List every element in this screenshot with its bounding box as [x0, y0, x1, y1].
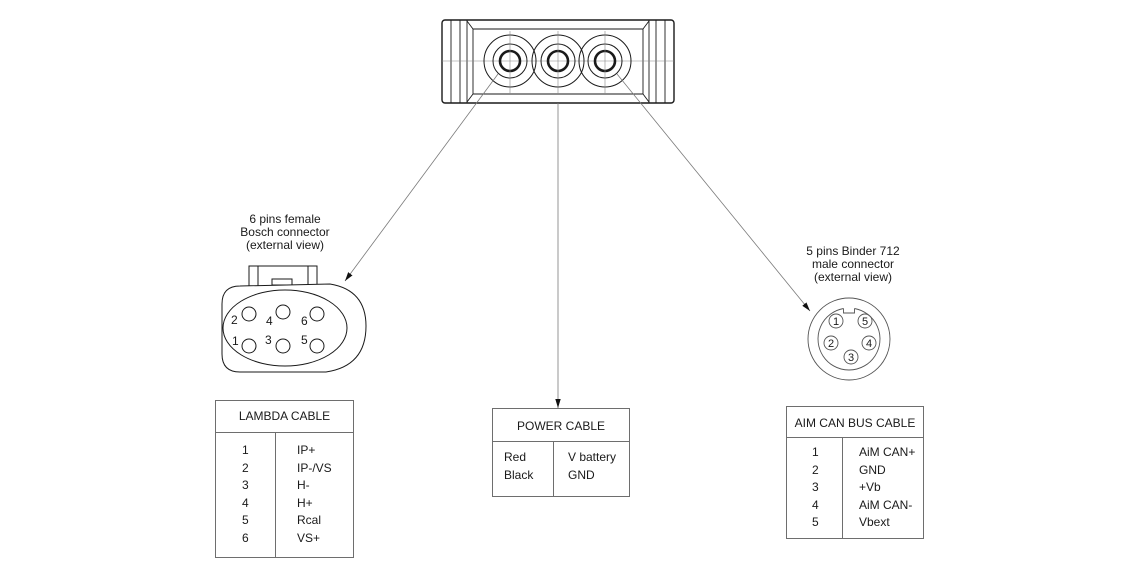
bosch-pins [241, 304, 325, 354]
wire-color-cell: Black [504, 467, 534, 482]
table-row: 5 Rcal [216, 512, 353, 530]
signal-cell: Rcal [297, 513, 322, 528]
table-row: 4 AiM CAN- [787, 497, 923, 515]
device-port-lambda [483, 31, 537, 94]
bosch-pin-4 [275, 304, 291, 320]
wire-color-cell: Red [504, 450, 527, 464]
signal-cell: H- [297, 478, 310, 493]
table-row: 4 H+ [216, 495, 353, 513]
signal-cell: AiM CAN+ [859, 445, 916, 459]
pin-cell: 5 [812, 515, 819, 530]
lambda-table-divider [275, 433, 276, 557]
bosch-caption-line-2: Bosch connector [240, 225, 330, 239]
signal-cell: GND [568, 467, 595, 482]
pin-cell: 1 [812, 445, 819, 459]
binder-pins [823, 313, 877, 365]
bosch-pin-6 [309, 306, 325, 322]
bosch-caption-line-1: 6 pins female [249, 212, 321, 226]
bosch-pin-5 [309, 338, 325, 354]
can-table-divider [842, 438, 843, 538]
binder-pin-5 [857, 313, 873, 329]
pin-cell: 3 [812, 480, 819, 495]
signal-cell: IP-/VS [297, 460, 332, 475]
signal-cell: GND [859, 462, 886, 477]
table-row: 6 VS+ [216, 530, 353, 548]
can-bus-cable-table: AIM CAN BUS CABLE 1 AiM CAN+ 2 GND 3 +Vb 4 A… [786, 406, 924, 539]
bosch-pin-label-1: 1 [232, 334, 239, 348]
pin-cell: 4 [242, 495, 249, 510]
table-row: 2 GND [787, 462, 923, 480]
bosch-pin-3 [275, 338, 291, 354]
table-row: 1 AiM CAN+ [787, 444, 923, 462]
bosch-pin-labels: 2 4 6 1 3 5 [231, 313, 308, 348]
bosch-pin-1 [241, 338, 257, 354]
table-row: 5 Vbext [787, 514, 923, 532]
binder-pin-label-2: 2 [828, 338, 834, 350]
binder-pin-label-3: 3 [848, 352, 854, 364]
lambda-cable-title: LAMBDA CABLE [216, 401, 353, 433]
pin-cell: 2 [242, 460, 249, 475]
bosch-pin-label-5: 5 [301, 333, 308, 347]
binder-pin-label-4: 4 [866, 338, 872, 350]
bosch-pin-2 [241, 306, 257, 322]
signal-cell: VS+ [297, 530, 321, 545]
signal-cell: H+ [297, 495, 313, 510]
table-row: 1 IP+ [216, 442, 353, 460]
table-row: 3 +Vb [787, 479, 923, 497]
bosch-connector [221, 265, 367, 373]
bosch-caption-line-3: (external view) [245, 238, 325, 252]
pin-cell: 6 [242, 530, 249, 545]
can-bus-cable-title: AIM CAN BUS CABLE [787, 407, 923, 438]
binder-caption-line-3: (external view) [813, 270, 893, 284]
signal-cell: +Vb [859, 480, 881, 495]
pin-cell: 2 [812, 462, 819, 477]
leader-line-lambda [344, 73, 499, 282]
signal-cell: AiM CAN- [859, 497, 913, 512]
bosch-connector-caption: 6 pins female Bosch connector (external … [222, 213, 348, 252]
binder-caption-line-2: male connector [811, 257, 895, 271]
binder-pin-labels: 1 5 2 4 3 [828, 316, 872, 364]
power-cable-table: POWER CABLE Red V battery Black GND [492, 408, 630, 497]
binder-caption-line-1: 5 pins Binder 712 [806, 244, 900, 258]
pin-cell: 5 [242, 513, 249, 528]
pin-cell: 4 [812, 497, 819, 512]
table-row: 3 H- [216, 477, 353, 495]
power-table-divider [553, 442, 554, 496]
device-port-power [531, 31, 585, 94]
power-cable-title: POWER CABLE [493, 409, 629, 442]
signal-cell: Vbext [859, 515, 890, 530]
bosch-pin-label-6: 6 [301, 314, 308, 328]
table-row: Red V battery [493, 449, 629, 467]
leader-line-can [616, 73, 811, 312]
table-row: Black GND [493, 467, 629, 485]
bosch-pin-label-2: 2 [231, 313, 238, 327]
table-row: 2 IP-/VS [216, 460, 353, 478]
binder-pin-label-1: 1 [833, 316, 839, 328]
bosch-pin-label-4: 4 [266, 314, 273, 328]
binder-pin-4 [861, 335, 877, 351]
pin-cell: 3 [242, 478, 249, 493]
bosch-pin-label-3: 3 [265, 333, 272, 347]
binder-connector [807, 297, 891, 381]
signal-cell: IP+ [297, 443, 316, 457]
pin-cell: 1 [242, 443, 249, 457]
binder-connector-caption: 5 pins Binder 712 male connector (extern… [790, 245, 916, 284]
binder-pin-3 [843, 349, 859, 365]
binder-pin-1 [828, 313, 844, 329]
signal-cell: V battery [568, 450, 617, 464]
device-port-can [578, 31, 632, 94]
binder-pin-label-5: 5 [862, 316, 868, 328]
binder-pin-2 [823, 335, 839, 351]
